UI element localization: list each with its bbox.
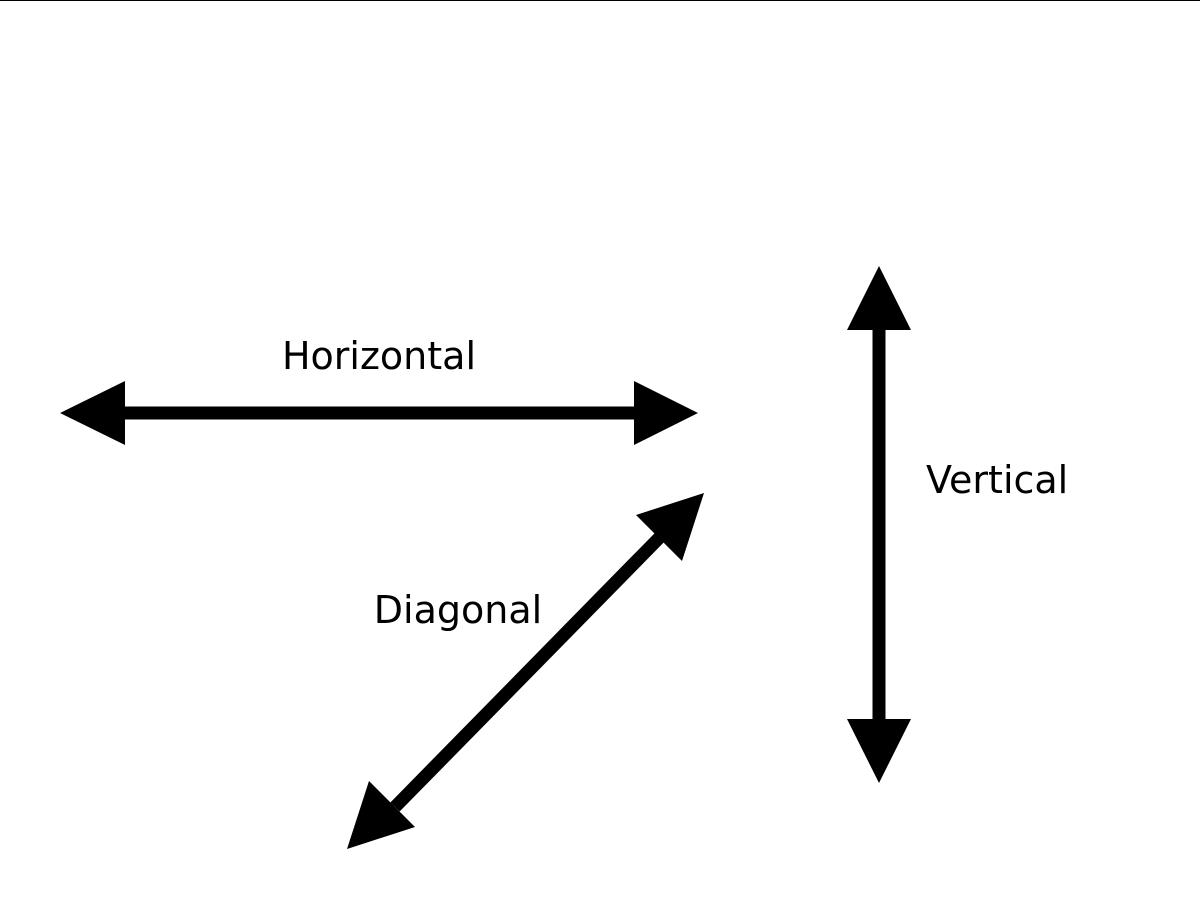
diagonal-arrow-shaft bbox=[390, 532, 665, 812]
vertical-arrow bbox=[847, 266, 911, 783]
diagonal-arrow bbox=[347, 493, 704, 849]
diagonal-arrow-bottom-head bbox=[347, 781, 415, 849]
horizontal-label: Horizontal bbox=[282, 334, 476, 378]
vertical-label: Vertical bbox=[926, 458, 1068, 502]
vertical-arrow-bottom-head bbox=[847, 719, 911, 783]
top-border-line bbox=[0, 0, 1200, 1]
horizontal-arrow-right-head bbox=[634, 381, 698, 445]
diagonal-label: Diagonal bbox=[374, 588, 542, 632]
horizontal-arrow-left-head bbox=[60, 381, 125, 445]
diagonal-arrow-top-head bbox=[636, 493, 704, 561]
horizontal-arrow bbox=[60, 381, 698, 445]
vertical-arrow-top-head bbox=[847, 266, 911, 330]
